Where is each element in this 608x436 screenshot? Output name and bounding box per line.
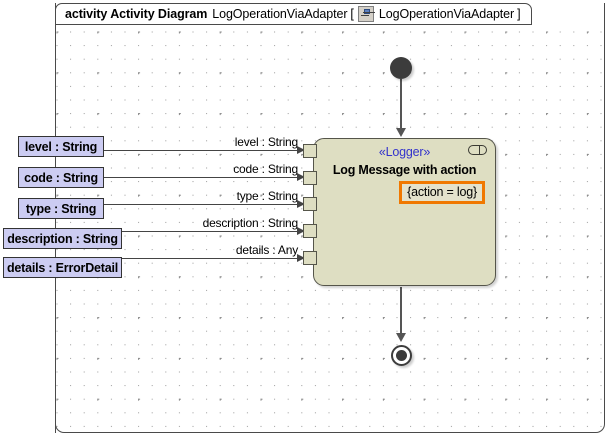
input-pin-details[interactable]	[303, 251, 317, 265]
control-flow-arrowhead-out	[396, 333, 406, 342]
object-flow-level[interactable]	[104, 150, 298, 151]
object-flow-arrow-details	[297, 254, 305, 262]
object-flow-details[interactable]	[122, 258, 298, 259]
object-flow-label-code: code : String	[233, 162, 298, 176]
collapse-pill-icon[interactable]	[468, 145, 487, 155]
parameter-box-level[interactable]: level : String	[18, 136, 104, 157]
control-flow-action-to-final[interactable]	[400, 287, 402, 334]
parameter-box-description[interactable]: description : String	[3, 228, 122, 249]
parameter-box-code[interactable]: code : String	[18, 167, 104, 188]
action-tag-value[interactable]: {action = log}	[399, 181, 485, 204]
bracket-open: [	[350, 7, 354, 21]
action-name: Log Message with action	[332, 163, 477, 177]
parameter-box-details[interactable]: details : ErrorDetail	[3, 257, 122, 278]
input-pin-level[interactable]	[303, 144, 317, 158]
activity-ref-icon	[357, 6, 374, 22]
bracket-close: ]	[517, 7, 521, 21]
object-flow-type[interactable]	[104, 204, 298, 205]
diagram-title-tab[interactable]: activity Activity Diagram LogOperationVi…	[55, 3, 532, 25]
object-flow-arrow-level	[297, 146, 305, 154]
object-flow-arrow-description	[297, 227, 305, 235]
diagram-ref-name: LogOperationViaAdapter	[378, 7, 515, 21]
input-pin-code[interactable]	[303, 171, 317, 185]
object-flow-label-details: details : Any	[235, 243, 298, 257]
action-stereotype: «Logger»	[378, 145, 431, 159]
control-flow-arrowhead-in	[396, 128, 406, 137]
initial-node[interactable]	[390, 57, 412, 79]
action-node[interactable]: «Logger» Log Message with action {action…	[303, 138, 496, 286]
object-flow-label-description: description : String	[202, 216, 299, 230]
parameter-box-type[interactable]: type : String	[18, 198, 104, 219]
object-flow-arrow-type	[297, 200, 305, 208]
object-flow-arrow-code	[297, 173, 305, 181]
object-flow-label-level: level : String	[234, 135, 298, 149]
diagram-keyword: activity Activity Diagram	[65, 7, 208, 21]
control-flow-initial-to-action[interactable]	[400, 79, 402, 129]
object-flow-description[interactable]	[122, 231, 298, 232]
input-pin-type[interactable]	[303, 197, 317, 211]
input-pin-description[interactable]	[303, 224, 317, 238]
object-flow-code[interactable]	[104, 177, 298, 178]
diagram-name: LogOperationViaAdapter	[212, 7, 348, 21]
object-flow-label-type: type : String	[236, 189, 299, 203]
activity-final-node[interactable]	[391, 345, 412, 366]
